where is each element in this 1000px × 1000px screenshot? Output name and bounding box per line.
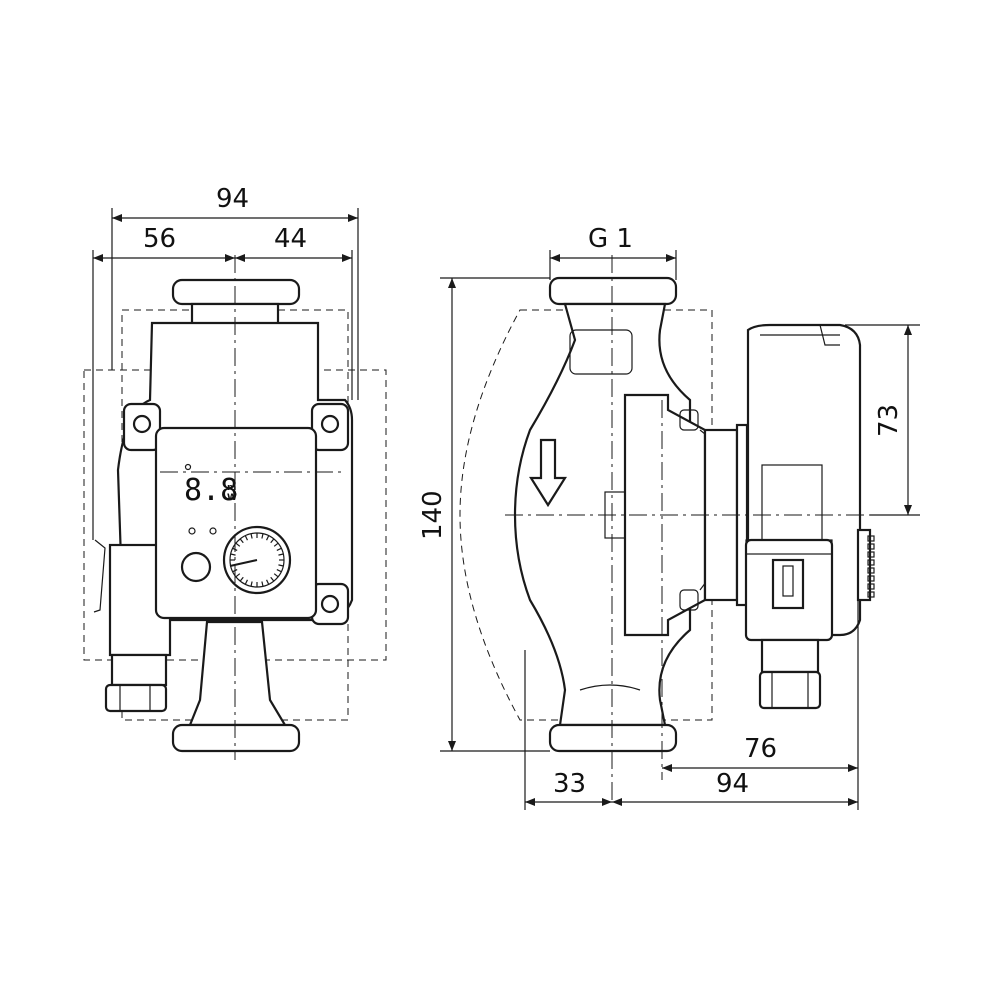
knob-tick — [278, 553, 284, 556]
dim-thread: G 1 — [588, 224, 633, 254]
knob-ridge — [867, 559, 875, 566]
top-flange — [171, 278, 301, 306]
knob-ridge — [867, 535, 875, 542]
knob-tick — [235, 542, 241, 547]
knob-tick — [273, 542, 279, 547]
side-cable-gland — [760, 638, 820, 674]
dim-depth-total: 94 — [716, 769, 749, 799]
knob-tick — [266, 535, 270, 541]
knob-tick — [270, 538, 275, 544]
knob-tick — [250, 581, 253, 587]
dim-right-width: 44 — [274, 224, 307, 254]
bottom-flange — [171, 723, 301, 753]
dim-height: 140 — [418, 490, 448, 540]
knob-tick — [250, 533, 253, 539]
indicator-led-1 — [188, 527, 196, 535]
knob-tick — [239, 576, 244, 582]
display-unit-m: m — [227, 483, 236, 493]
knob-tick — [244, 579, 248, 585]
front-view: 8.8 m W 94 56 44 — [83, 184, 387, 760]
dim-module-height: 73 — [874, 404, 904, 437]
side-cable-nut — [758, 670, 822, 710]
indicator-led-2 — [209, 527, 217, 535]
dim-overall-width: 94 — [216, 184, 249, 214]
led-display: 8.8 m W — [184, 463, 238, 508]
knob-ridge — [867, 591, 875, 598]
screw-top-left — [132, 414, 152, 434]
knob-tick — [276, 569, 282, 573]
knob-ridge — [867, 551, 875, 558]
side-envelope — [459, 309, 713, 721]
side-top-flange — [548, 276, 678, 306]
control-panel — [154, 426, 318, 620]
knob-ridge — [867, 567, 875, 574]
cable-nut — [104, 683, 168, 713]
bottom-neck — [188, 620, 287, 727]
side-view: G 1 140 73 76 33 94 — [418, 224, 920, 810]
knob-tick — [235, 573, 241, 578]
knob-ridge — [867, 583, 875, 590]
knob-ridge — [867, 575, 875, 582]
dim-left-width: 56 — [143, 224, 176, 254]
knob-tick — [261, 533, 264, 539]
cable-gland — [110, 653, 168, 687]
screw-bottom-right — [320, 594, 340, 614]
flow-direction-arrow-icon — [529, 438, 567, 508]
rotary-knob — [222, 525, 292, 595]
knob-tick — [270, 576, 275, 582]
knob-tick — [244, 535, 248, 541]
display-digits: 8.8 — [184, 473, 238, 508]
knob-tick — [278, 564, 284, 567]
knob-ridge — [867, 543, 875, 550]
dim-depth-left: 33 — [553, 769, 586, 799]
connector-latch — [771, 558, 805, 610]
screw-top-right — [320, 414, 340, 434]
knob-tick — [230, 553, 236, 556]
knob-tick — [239, 538, 244, 544]
side-bottom-flange — [548, 723, 678, 753]
knob-tick — [273, 573, 279, 578]
display-unit-w: W — [227, 493, 237, 503]
dim-depth-right: 76 — [744, 734, 777, 764]
knob-tick — [266, 579, 270, 585]
knob-tick — [261, 581, 264, 587]
knob-tick — [276, 547, 282, 551]
push-button — [180, 551, 212, 583]
